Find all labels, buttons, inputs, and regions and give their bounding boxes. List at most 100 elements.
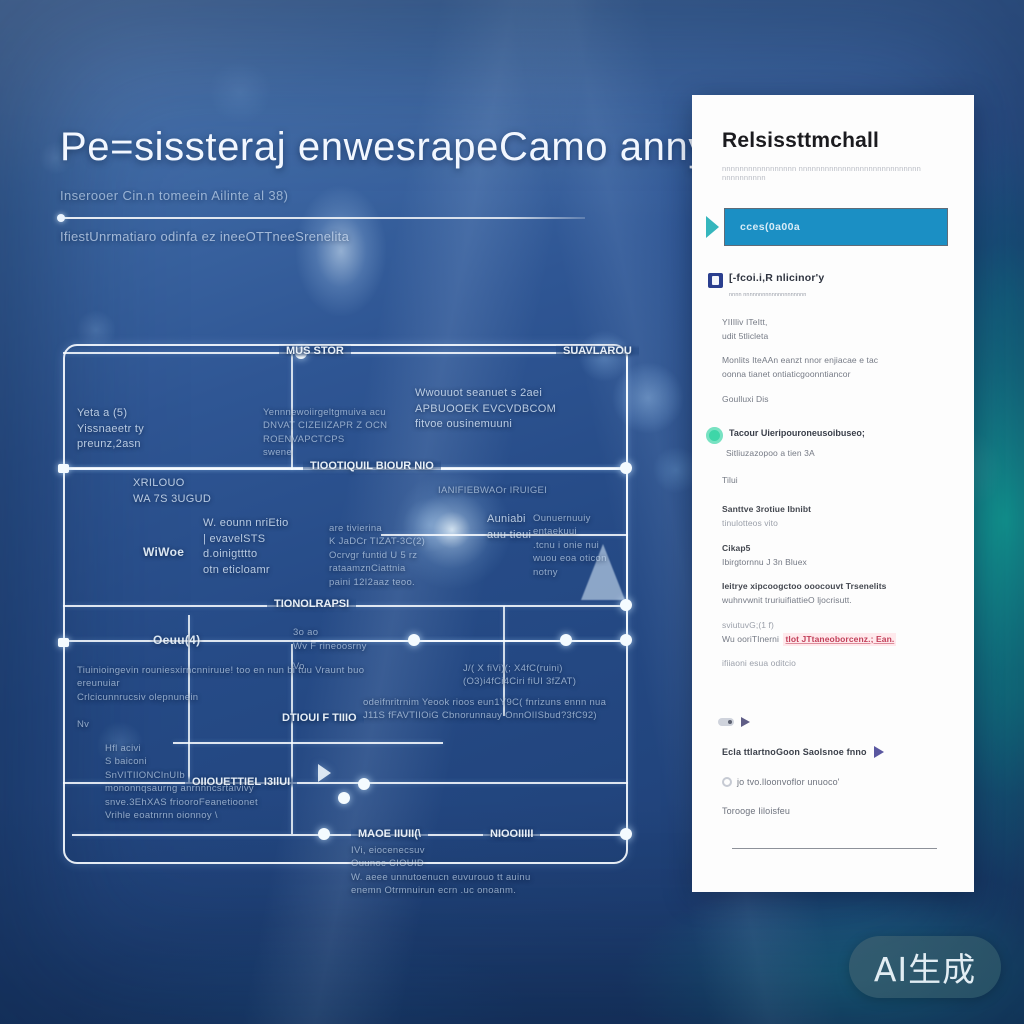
diagram-label-row2-small-c: Vo [293,661,305,672]
diagram-label-center-right-c: Ounuernuuiy entaekuui .tcnu i onie nui w… [533,513,607,578]
diagram-label-bottom-right: NIOOIIIII [483,828,541,840]
status-title: Tacour Uieripouroneusoibuseo; [729,427,865,438]
diagram-label-para-left: Tiuinioingevin rouniesxirncnniruue! too … [77,665,365,730]
diagram-node-left-upper[interactable] [58,464,69,473]
list-item-2-label: jo tvo.lloonvoflor unuoco' [737,777,840,788]
detail-panel: Relsissttmchall nnnnnnnnnnnnnnnnn nnnnnn… [692,95,974,892]
section-title: [-fcoi.i,R nlicinor'y [729,272,825,284]
diagram-node-inner-c[interactable] [358,778,370,790]
body-line-4: oonna tianet ontiaticgoonntiancor [722,369,851,380]
header-divider [57,214,585,222]
diagram-label-para-right-b: odeifnritrnim Yeook rioos eun1Y9C( fnriz… [363,697,607,722]
body-line-2: udit 5tlicleta [722,330,769,341]
page-title: Pe=sissteraj enwesrapeCamo anny [60,125,709,169]
diagram-rail-lower [63,782,628,784]
list-item[interactable]: Ecla ttlartnoGoon Saolsnoe fnno [722,746,948,759]
diagram-branch-top [291,352,293,470]
diagram-node-inner-b[interactable] [408,634,420,646]
diagram-label-left-block: Yeta a (5) Yissnaeetr ty preunz,2asn [77,407,145,451]
diagram-node-right-d[interactable] [620,828,632,840]
section-header: [-fcoi.i,R nlicinor'y [708,272,948,288]
diagram-label-row-center: TIONOLRAPSI [267,598,357,610]
page-subtitle-1: Inserooer Cin.n tomeein Ailinte al 38) [60,188,289,203]
primary-cta-button[interactable]: cces(0a00a [724,208,948,246]
highlighted-annotation[interactable]: tlot JTtaneoborcenz.; Ean. [783,632,897,647]
sail-shape-icon [581,544,625,600]
diagram-node-right-b[interactable] [620,599,632,611]
diagram-label-center-left-tag: WiWoe [143,545,185,559]
diagram-branch-right [503,606,505,716]
diagram-label-row2-small-a: 3o ao [293,627,319,638]
list-item-3-label: Torooge Iiloisfeu [722,806,791,817]
primary-cta-row[interactable]: cces(0a00a [706,208,948,246]
panel-title: Relsissttmchall [722,129,880,152]
diagram-label-right-note: Wwouuot seanuet s 2aei APBUOOEK EVCVDBCO… [415,387,557,431]
diagram-label-row2-center: DTIOUI F TIIIO [275,712,364,724]
body2-line-8: Wu ooriTInerni [722,633,779,644]
diagram-label-para-right-a: J/( X fiVi)(; X4fC(ruini) (O3)i4fCi4Ciri… [463,663,577,688]
body2-line-6: wuhnvwnit truriuifiattieO ljocrisutt. [722,595,852,606]
diagram-label-mid-left-block: Hfl acivi S baiconi SnVITIIONCInUIb mono… [105,743,258,822]
diagram-node-right-a[interactable] [620,462,632,474]
list-item-1-label: Ecla ttlartnoGoon Saolsnoe fnno [722,747,867,758]
diagram-label-row2-small-b: Wv F rineoosrny [293,641,367,652]
watermark-label: AI生成 [873,950,977,989]
body-line-5: Goulluxi Dis [722,393,769,404]
diagram-rail-right-low [311,640,628,642]
diagram-label-right-small: IANIFIEBWAOr IRUIGEI [438,485,548,496]
chevron-right-icon [706,216,719,238]
document-badge-icon [708,273,723,288]
green-status-dot-icon [706,426,723,444]
body-line-1: YIIIliv ITeItt, [722,316,768,327]
flow-diagram: MUS STOR SUAVLAROU TIOOTIQUIL BIOUR NIO … [58,344,639,896]
list-item[interactable]: jo tvo.lloonvoflor unuoco' [722,777,948,788]
diagram-node-inner-a[interactable] [560,634,572,646]
diagram-label-band-mid: TIOOTIQUIL BIOUR NIO [303,460,441,472]
body2-line-8-row: Wu ooriTInerni tlot JTtaneoborcenz.; Ean… [722,632,948,647]
body2-line-7: sviutuvG;(1 f) [722,619,774,630]
diagram-rail-right-mid [381,534,628,536]
ai-generated-watermark: AI生成 [849,936,1001,998]
diagram-label-center-block: W. eounn nriEtio | evavelSTS d.oinigtttt… [203,517,289,576]
body2-line-3: Cikap5 [722,542,751,553]
diagram-label-left-row: XRILOUO WA 7S 3UGUD [133,477,212,505]
hero-header: Pe=sissteraj enwesrapeCamo anny Inserooe… [57,125,709,244]
panel-divider [732,848,937,850]
body2-line-9: ifiiaoni esua oditcio [722,658,796,669]
diagram-label-badge-left: Oeuu(4) [153,633,201,647]
bullet-circle-icon [722,777,732,788]
diagram-node-bottom-a[interactable] [338,792,350,804]
diagram-label-mid-top-note: Yennnewoiirgeltgmuiva acu DNVAT CIZEIIZA… [263,407,388,459]
diagram-label-center-right-a: are tivierina K JaDCr TIZAT-3C(2) Ocrvgr… [329,523,426,588]
list-item[interactable]: Torooge Iiloisfeu [722,806,948,816]
toggle-pill-icon[interactable] [718,718,734,727]
body-line-3: Monlits IteAAn eanzt nnor enjiacae e tac [722,355,879,366]
diagram-node-bottom-b[interactable] [318,828,330,840]
page-subtitle-2: IfiestUnrmatiaro odinfa ez ineeOTTneeSre… [60,229,350,244]
diagram-label-top-mid: MUS STOR [279,345,351,357]
body-block-two: Santtve 3rotiue Ibnibt tinulotteos vito … [722,503,948,671]
bookmark-flag-icon[interactable] [741,717,750,728]
diagram-branch-left [188,615,190,783]
body2-line-5: Ieitrye xipcoogctoo ooocouvt Trsenelits [722,581,887,592]
diagram-label-bottom-center: MAOE IIUII(\ [351,828,428,840]
body2-line-4: Ibirgtornnu J 3n Bluex [722,556,807,567]
diagram-rail-bottom [72,834,628,836]
diagram-rail-inner [173,742,443,744]
diagram-label-lower-band: OIIOUETTIEL I3IlUI [185,776,298,788]
diagram-branch-mid [291,644,293,834]
flow-arrow-icon [318,764,331,782]
diagram-node-left-lower[interactable] [58,638,69,647]
panel-subtitle: nnnnnnnnnnnnnnnnn nnnnnnnnnnnnnnnnnnnnnn… [722,164,921,182]
diagram-label-bottom-para: IVi, eiocenecsuv Ouunoc CIOUID W. aeee u… [351,845,531,897]
body2-line-1: Santtve 3rotiue Ibnibt [722,504,812,515]
section-tiny-note: nnnn nnnnnnnnnnnnnnnnnnnn [729,292,807,298]
diagram-node-right-c[interactable] [620,634,632,646]
diagram-label-top-right: SUAVLAROU [556,345,639,357]
body-block-one: YIIIliv ITeItt, udit 5tlicleta Monlits I… [722,316,948,407]
status-after-text: Tilui [722,474,738,485]
status-row: Tacour Uieripouroneusoibuseo; [706,426,948,444]
flag-marker-icon [873,746,884,759]
primary-cta-label: cces(0a00a [740,221,801,233]
